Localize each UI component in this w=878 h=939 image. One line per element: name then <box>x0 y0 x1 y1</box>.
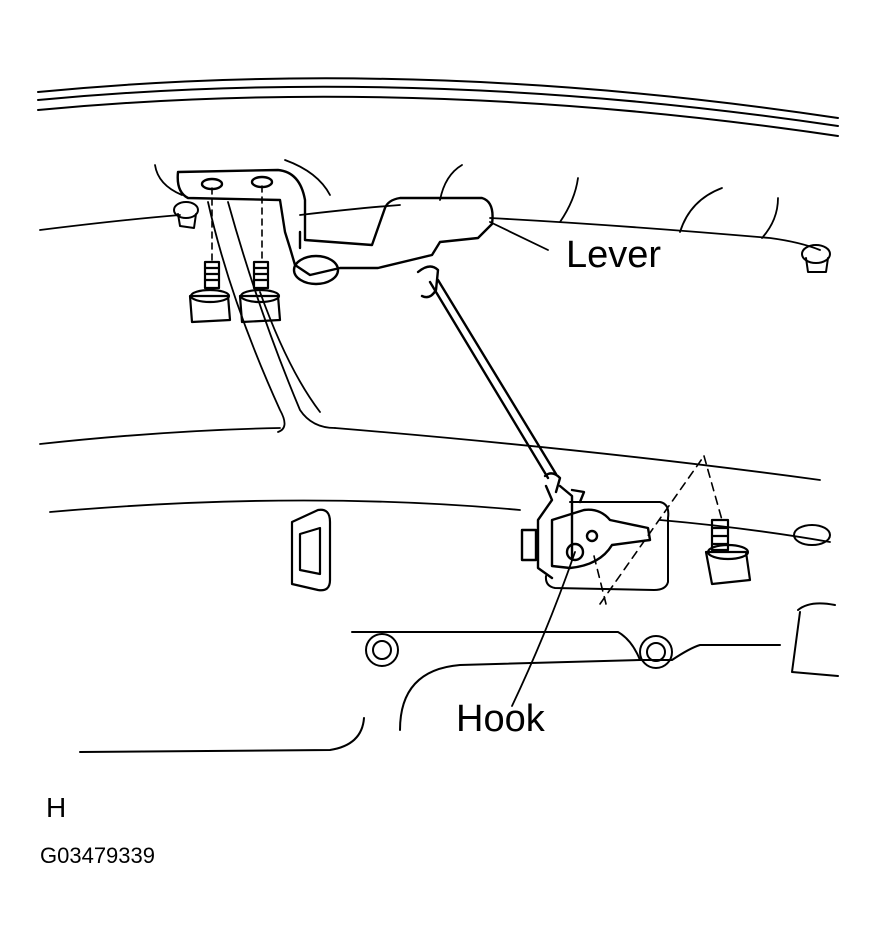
height-sensor <box>522 486 650 578</box>
upper-bolt-right <box>240 262 280 322</box>
bolt-guide-lines <box>212 186 262 262</box>
clip-right <box>802 245 830 272</box>
hook-label: Hook <box>456 698 545 740</box>
body-panel-top-edge <box>38 78 838 136</box>
leader-lines <box>490 222 575 706</box>
body-middle-contour <box>40 428 830 542</box>
body-pillar <box>208 202 335 432</box>
link-rod <box>418 266 560 492</box>
lever-label: Lever <box>566 234 662 276</box>
view-code-label: H <box>46 792 67 823</box>
panel-slot-right <box>794 525 830 545</box>
hook-bolt-guide <box>594 456 722 604</box>
sensor-plate <box>546 502 668 590</box>
panel-handle <box>292 510 330 591</box>
body-upper-contour <box>40 160 820 250</box>
lower-panel <box>80 603 838 752</box>
figure-id-label: G03479339 <box>40 843 155 868</box>
upper-bolt-left <box>190 262 230 322</box>
clip-left <box>174 202 198 228</box>
side-bolt <box>706 520 750 584</box>
